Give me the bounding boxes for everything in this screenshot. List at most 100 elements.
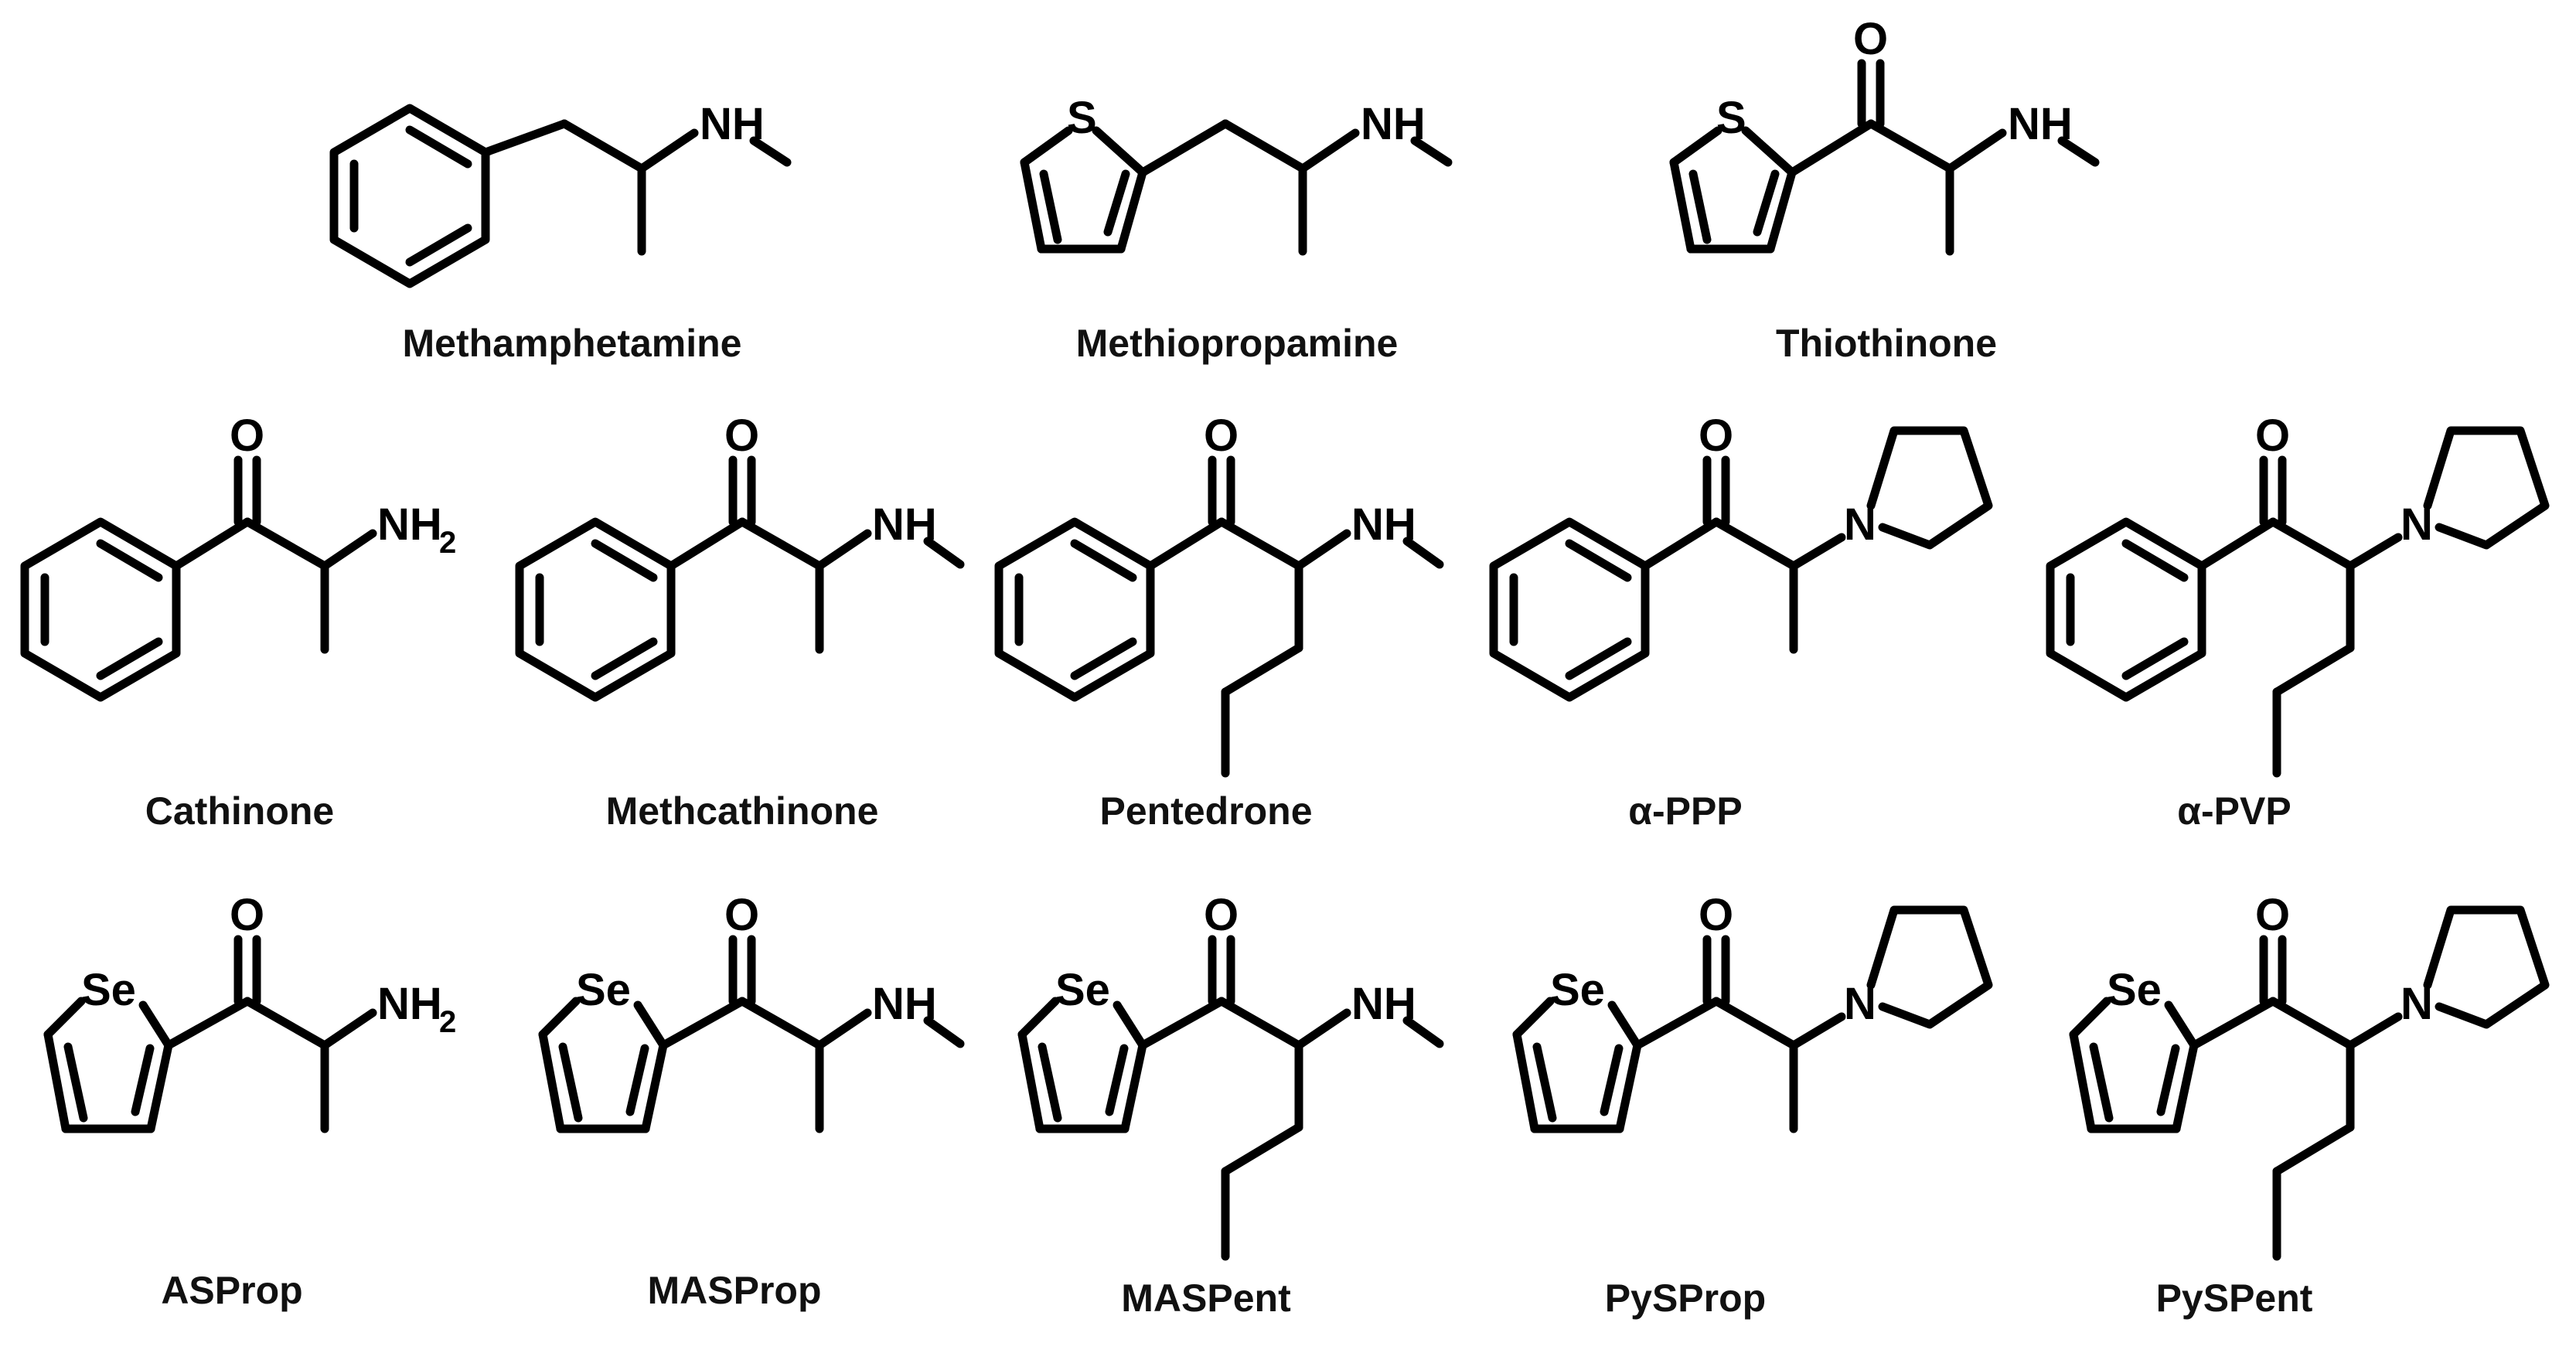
bond [1615, 1041, 1642, 1133]
bond [2172, 1041, 2199, 1133]
pyrrolidine-ring [1866, 905, 1993, 1029]
compound-thiothinone: S O NH Thiothinone [1639, 14, 2134, 379]
compound-alpha-pvp: O N α-PVP [2041, 402, 2567, 858]
bond [1146, 517, 1226, 571]
bond [1633, 997, 1721, 1050]
methyl-bond [1402, 537, 1444, 569]
aromatic-double-bond [1565, 637, 1632, 680]
bond [1512, 997, 1555, 1039]
bond [1712, 517, 1798, 571]
bond [2164, 1000, 2199, 1050]
bond [1120, 1041, 1147, 1133]
structure-alpha-pvp: O N [2046, 411, 2550, 778]
bond [1787, 119, 1876, 177]
propyl-chain [2272, 1123, 2355, 1176]
bond [1766, 168, 1797, 254]
bond [1138, 997, 1226, 1050]
nitrogen-h2-label: NH [377, 979, 442, 1029]
compound-alpha-ppp: O N α-PPP [1484, 402, 2010, 858]
bond [1020, 126, 1073, 167]
bond [2268, 997, 2355, 1050]
structure-methamphetamine: NH [329, 99, 792, 288]
structure-alpha-ppp: O N [1489, 411, 1993, 702]
compound-name: Methiopropamine [1075, 322, 1399, 365]
oxygen-label: O [1204, 411, 1239, 461]
aromatic-double-bond [1532, 1042, 1557, 1123]
bond [2346, 533, 2403, 571]
compound-name: MASPent [1121, 1276, 1291, 1320]
pyrrolidine-ring [1866, 426, 1993, 550]
bond [641, 1041, 668, 1133]
bond [2189, 997, 2278, 1050]
bond [1221, 119, 1307, 173]
compound-name: PySPent [2155, 1276, 2313, 1320]
aromatic-double-bond [2121, 539, 2189, 582]
compound-name: α-PPP [1628, 789, 1743, 833]
oxygen-label: O [1699, 890, 1733, 940]
aromatic-double-bond [1039, 169, 1062, 244]
bond [2197, 517, 2278, 571]
bond [320, 529, 377, 571]
bond [138, 1000, 173, 1050]
bond [1092, 126, 1147, 177]
subscript-two: 2 [439, 1005, 456, 1039]
oxygen-label: O [1204, 890, 1239, 940]
bond [1512, 1030, 1539, 1133]
bond [738, 997, 824, 1050]
methyl-bond [2057, 136, 2100, 167]
nitrogen-h2-label: NH [377, 499, 442, 550]
oxygen-label: O [230, 411, 264, 461]
selenium-label: Se [81, 965, 136, 1015]
aromatic-double-bond [405, 223, 472, 267]
methyl-bond [749, 136, 792, 167]
bond [659, 997, 747, 1050]
aromatic-double-bond [1070, 637, 1137, 680]
bond [1712, 997, 1798, 1050]
bond [538, 1030, 565, 1133]
bond [43, 1030, 70, 1133]
compound-pysprop: Se O N PySProp [1484, 881, 2010, 1345]
aromatic-double-bond [96, 539, 163, 582]
compound-pyspent: Se O N PySPent [2041, 881, 2567, 1345]
aromatic-double-bond [591, 539, 658, 582]
structure-asprop: Se O NH 2 [43, 890, 456, 1133]
bond [738, 517, 824, 571]
bond [1113, 1000, 1147, 1050]
oxygen-label: O [724, 890, 759, 940]
aromatic-double-bond [1103, 169, 1130, 237]
bond [43, 997, 86, 1039]
bond [2268, 517, 2355, 571]
compound-name: Pentedrone [1099, 789, 1313, 833]
aromatic-double-bond [1565, 539, 1632, 582]
sulfur-label: S [1716, 93, 1746, 143]
compound-methiopropamine: S NH Methiopropamine [990, 15, 1484, 379]
aromatic-double-bond [2121, 637, 2189, 680]
methyl-bond [923, 1016, 965, 1048]
aromatic-double-bond [1753, 169, 1780, 237]
bond [1020, 158, 1046, 254]
bond [1741, 126, 1797, 177]
bond [1789, 533, 1846, 571]
structure-cathinone: O NH 2 [20, 411, 456, 702]
aromatic-double-bond [591, 637, 658, 680]
aromatic-double-bond [1105, 1044, 1129, 1116]
oxygen-label: O [2255, 890, 2290, 940]
structure-pysprop: Se O N [1512, 890, 1993, 1133]
bond [172, 517, 252, 571]
bond [633, 1000, 668, 1050]
bond [481, 119, 569, 157]
bond [560, 119, 646, 173]
compound-name: ASProp [161, 1269, 303, 1312]
bond [1607, 1000, 1642, 1050]
bond [1789, 1012, 1846, 1050]
compound-pentedrone: O NH Pentedrone [990, 402, 1469, 858]
bond [1294, 1008, 1351, 1050]
bond [2069, 1030, 2096, 1133]
structure-methiopropamine: S NH [1020, 93, 1453, 256]
compound-name: Cathinone [145, 789, 335, 833]
bond [1669, 126, 1722, 167]
bond [243, 517, 329, 571]
structure-pentedrone: O NH [994, 411, 1444, 778]
aromatic-double-bond [558, 1042, 583, 1123]
